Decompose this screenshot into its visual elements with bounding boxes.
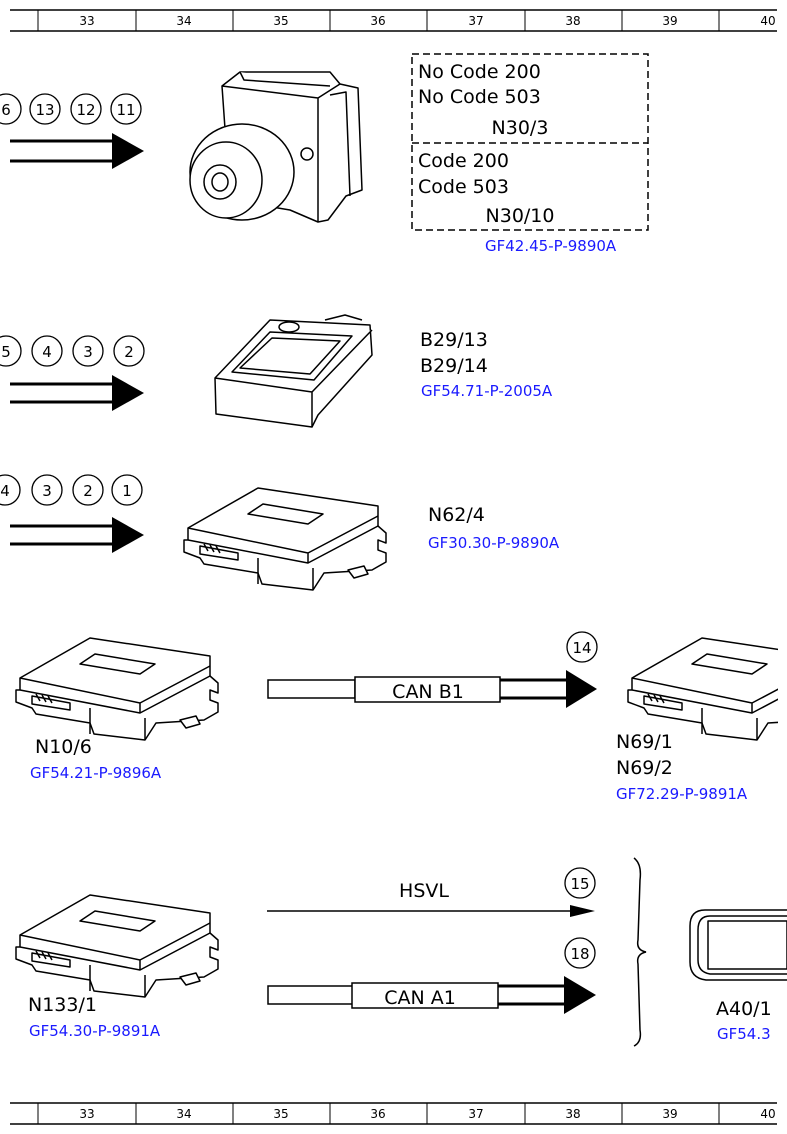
ref-link-cluster[interactable]: GF54.3 xyxy=(717,1025,771,1043)
ruler-col-34: 34 xyxy=(176,1107,191,1121)
pin-circle: 3 xyxy=(83,343,93,361)
can-a1-pin-number: 18 xyxy=(570,945,589,963)
ref-link-module-n133[interactable]: GF54.30-P-9891A xyxy=(29,1022,161,1040)
hsvl-pin-number: 15 xyxy=(570,875,589,893)
pin-circle: 5 xyxy=(1,343,11,361)
hydraulic-unit-connector-bundle: 6 13 12 11 xyxy=(0,93,144,169)
variant-code-503: Code 503 xyxy=(418,176,509,198)
module-n62-connector-bundle: 4 3 2 1 xyxy=(0,474,144,553)
variant-no-code-200: No Code 200 xyxy=(418,61,541,83)
ref-link-hydraulic-unit[interactable]: GF42.45-P-9890A xyxy=(485,237,617,255)
can-b1-bus-line xyxy=(267,670,597,708)
component-id-n69-2: N69/2 xyxy=(616,757,673,779)
pin-circle: 4 xyxy=(0,482,10,500)
component-id-n30-3: N30/3 xyxy=(492,117,549,139)
component-id-n30-10: N30/10 xyxy=(486,205,555,227)
component-id-n10-6: N10/6 xyxy=(35,736,92,758)
ruler-col-35: 35 xyxy=(273,14,288,28)
ruler-col-35: 35 xyxy=(273,1107,288,1121)
grouping-brace xyxy=(633,857,647,1047)
ruler-col-36: 36 xyxy=(370,1107,385,1121)
ruler-col-40: 40 xyxy=(760,14,775,28)
module-n133-drawing xyxy=(15,894,219,998)
variant-code-200: Code 200 xyxy=(418,150,509,172)
component-id-b29-14: B29/14 xyxy=(420,355,488,377)
pin-circle: 13 xyxy=(35,101,54,119)
sensor-drawing xyxy=(214,314,373,428)
component-id-n133-1: N133/1 xyxy=(28,994,97,1016)
can-b1-pin-number: 14 xyxy=(572,639,591,657)
pin-circle: 2 xyxy=(83,482,93,500)
module-n10-drawing xyxy=(15,637,219,741)
pin-circle: 2 xyxy=(124,343,134,361)
component-id-n69-1: N69/1 xyxy=(616,731,673,753)
ruler-col-37: 37 xyxy=(468,14,483,28)
ruler-col-34: 34 xyxy=(176,14,191,28)
pin-circle: 6 xyxy=(1,101,11,119)
component-id-b29-13: B29/13 xyxy=(420,329,488,351)
ruler-col-33: 33 xyxy=(79,14,94,28)
pin-circle: 1 xyxy=(122,482,132,500)
ruler-col-40: 40 xyxy=(760,1107,775,1121)
hsvl-label: HSVL xyxy=(399,880,449,902)
pin-circle: 4 xyxy=(42,343,52,361)
ref-link-sensor[interactable]: GF54.71-P-2005A xyxy=(421,382,553,400)
module-n69-drawing xyxy=(627,637,787,741)
pin-circle: 3 xyxy=(42,482,52,500)
ruler-col-39: 39 xyxy=(662,1107,677,1121)
ref-link-module-n10[interactable]: GF54.21-P-9896A xyxy=(30,764,162,782)
can-a1-label: CAN A1 xyxy=(384,987,456,1009)
can-b1-pin-circle xyxy=(566,631,598,663)
hydraulic-unit-variant-box xyxy=(411,53,649,231)
hsvl-line xyxy=(267,905,595,917)
ruler-col-38: 38 xyxy=(565,14,580,28)
pin-circle: 12 xyxy=(76,101,95,119)
pin-circle: 11 xyxy=(116,101,135,119)
can-b1-label-box xyxy=(354,676,501,703)
ruler-col-33: 33 xyxy=(79,1107,94,1121)
hsvl-pin-circle xyxy=(564,867,596,899)
page-edge-mask xyxy=(778,600,787,770)
can-a1-pin-circle xyxy=(564,937,596,969)
component-id-a40-1: A40/1 xyxy=(716,998,772,1020)
ruler-col-37: 37 xyxy=(468,1107,483,1121)
hydraulic-unit-drawing xyxy=(189,71,363,223)
ruler-col-36: 36 xyxy=(370,14,385,28)
ruler-col-38: 38 xyxy=(565,1107,580,1121)
sensor-connector-bundle: 5 4 3 2 xyxy=(0,335,145,411)
ref-link-module-n69[interactable]: GF72.29-P-9891A xyxy=(616,785,748,803)
top-ruler: 33 34 35 36 37 38 39 40 xyxy=(10,9,777,32)
module-n62-drawing xyxy=(183,487,387,591)
variant-no-code-503: No Code 503 xyxy=(418,86,541,108)
instrument-cluster-drawing xyxy=(689,909,787,981)
ref-link-module-n62[interactable]: GF30.30-P-9890A xyxy=(428,534,560,552)
can-a1-label-box xyxy=(351,982,499,1009)
component-id-n62-4: N62/4 xyxy=(428,504,485,526)
bottom-ruler: 33 34 35 36 37 38 39 40 xyxy=(10,1102,777,1125)
ruler-col-39: 39 xyxy=(662,14,677,28)
can-b1-label: CAN B1 xyxy=(392,681,464,703)
